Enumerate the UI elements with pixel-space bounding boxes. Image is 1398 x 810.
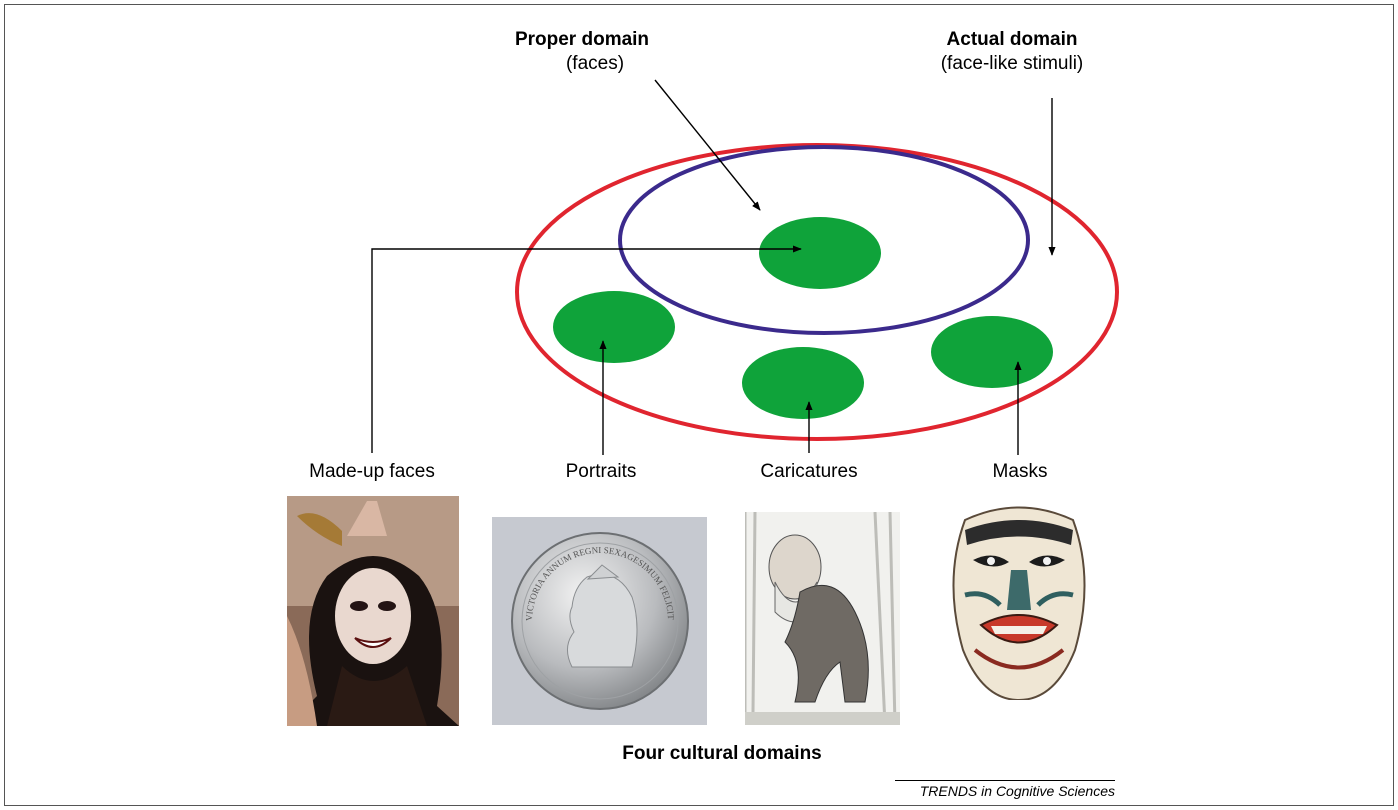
faces-domain-blob: [759, 217, 881, 289]
caricatures-domain-blob: [742, 347, 864, 419]
proper-domain-subtitle: (faces): [565, 53, 625, 74]
portraits-label: Portraits: [565, 461, 637, 482]
portraits-domain-blob: [553, 291, 675, 363]
masks-label: Masks: [992, 461, 1048, 482]
mask-image: [945, 500, 1093, 700]
actual-domain-subtitle: (face-like stimuli): [940, 53, 1084, 74]
proper-domain-title: Proper domain: [514, 29, 650, 50]
proper-domain-arrow: [654, 79, 761, 211]
caricatures-label: Caricatures: [760, 461, 858, 482]
madeup-face-image: [287, 496, 459, 726]
madeup-faces-label: Made-up faces: [309, 461, 435, 482]
portrait-coin-image: VICTORIA ANNUM REGNI SEXAGESIMUM FELICIT…: [492, 517, 707, 725]
proper-domain-ellipse: [618, 145, 1030, 335]
actual-domain-title: Actual domain: [946, 29, 1078, 50]
caricature-image: [745, 512, 900, 725]
figure-caption: Four cultural domains: [622, 743, 822, 764]
figure-frame: [4, 4, 1394, 806]
source-credit: TRENDS in Cognitive Sciences: [895, 780, 1115, 799]
actual-domain-ellipse: [515, 143, 1119, 441]
masks-domain-blob: [931, 316, 1053, 388]
madeup-arrow: [371, 245, 802, 453]
